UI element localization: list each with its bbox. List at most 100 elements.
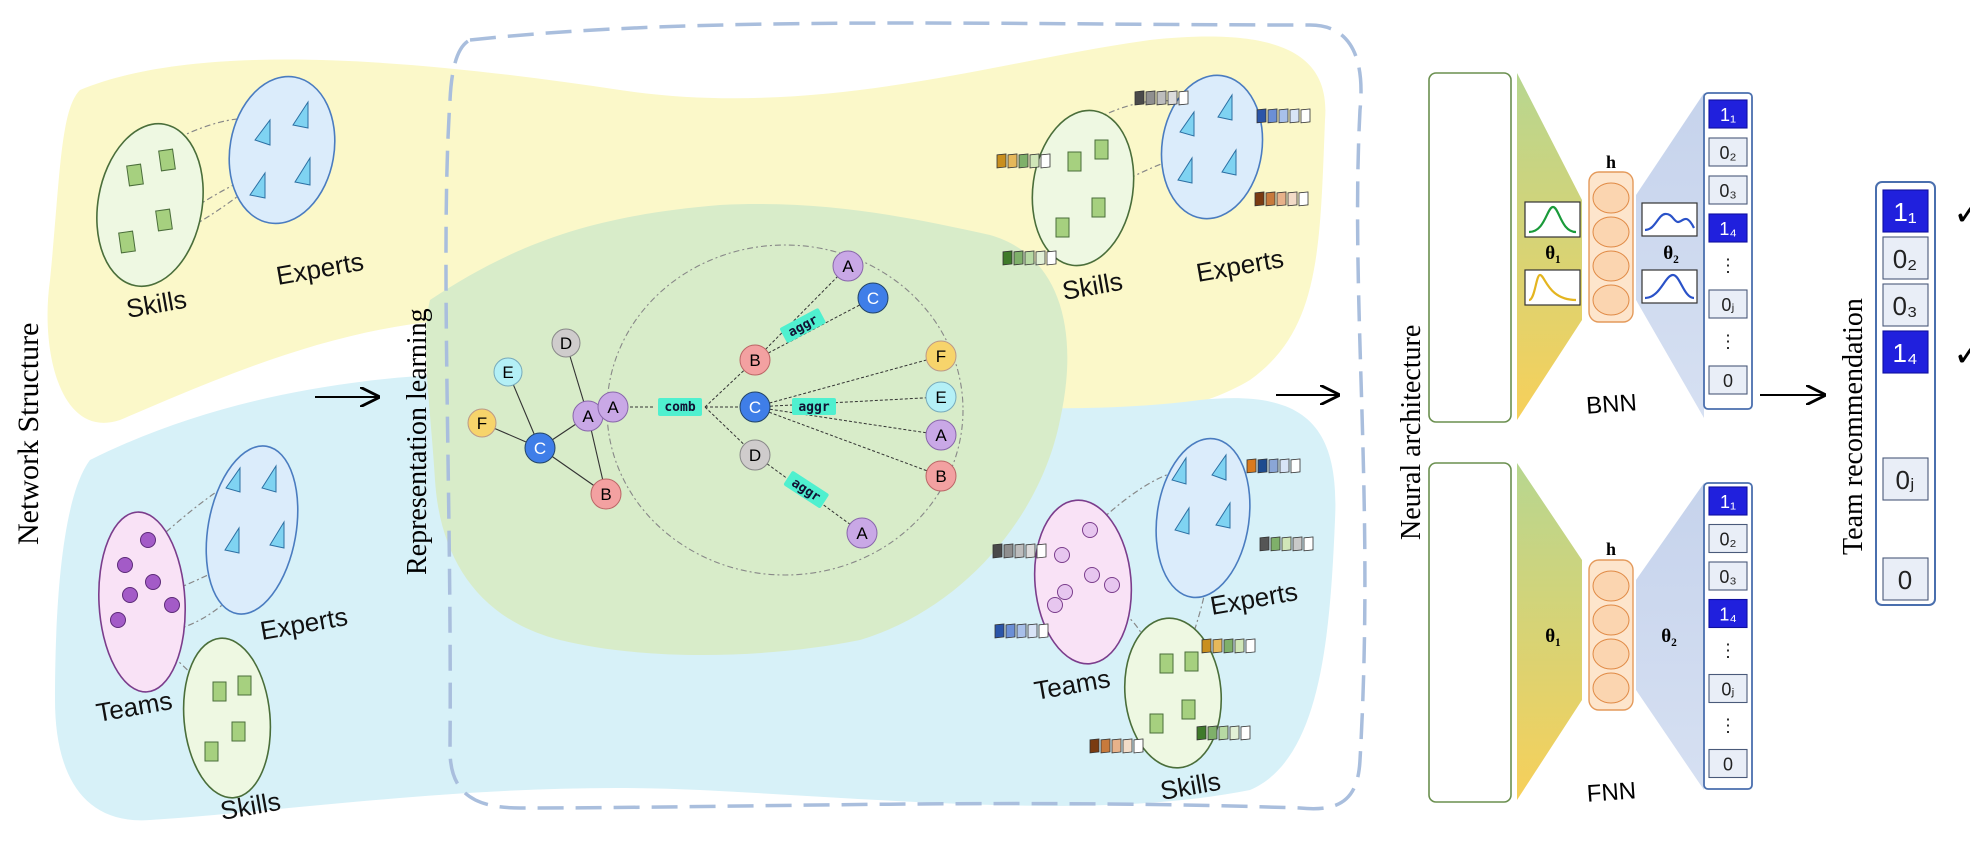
output-cell: 0 <box>1708 365 1748 395</box>
recommendation-cell: 0 <box>1882 557 1929 601</box>
node-a-c-child: A <box>925 419 957 451</box>
svg-text:E: E <box>935 388 946 407</box>
node-c-tree: C <box>739 391 771 423</box>
svg-text:⋮: ⋮ <box>1719 716 1737 736</box>
svg-text:A: A <box>582 407 594 426</box>
fnn-label: FNN <box>1586 777 1637 807</box>
output-cell: 0₃ <box>1708 175 1748 205</box>
check-mark-icon: ✓ <box>1953 333 1970 374</box>
svg-text:F: F <box>477 414 487 433</box>
team-recommendation-title: Team recommendation <box>1838 298 1869 555</box>
svg-text:0₃: 0₃ <box>1719 181 1736 201</box>
svg-text:D: D <box>560 334 572 353</box>
svg-text:⋮: ⋮ <box>1719 332 1737 352</box>
svg-text:0₃: 0₃ <box>1719 567 1736 587</box>
node-c-left: C <box>524 432 556 464</box>
node-a-d-child: A <box>846 517 878 549</box>
output-cell: ⋮ <box>1719 641 1737 661</box>
check-mark-icon: ✓ <box>1953 192 1970 233</box>
bnn-theta1: θ₁ <box>1545 243 1561 264</box>
bnn-network: θ₁ h θ₂ 1₁ 0₂ 0₃ 1₄ ⋮ 0ⱼ ⋮ 0 BNN <box>1428 72 1753 423</box>
svg-text:1₄: 1₄ <box>1719 605 1736 625</box>
embedding-vector <box>994 623 1049 639</box>
recommendation-cell: 0₂ <box>1882 236 1929 280</box>
svg-text:0: 0 <box>1898 565 1912 595</box>
output-cell: 0₃ <box>1708 561 1748 591</box>
p1-bottom-graph <box>98 445 299 799</box>
svg-text:1₄: 1₄ <box>1719 219 1736 239</box>
svg-text:A: A <box>607 398 619 417</box>
fnn-theta1: θ₁ <box>1545 626 1561 647</box>
node-a-left: A <box>572 400 604 432</box>
node-e-c-child: E <box>925 381 957 413</box>
output-cell: ⋮ <box>1719 332 1737 352</box>
svg-text:aggr: aggr <box>798 400 829 415</box>
p1-top-graph <box>96 75 336 288</box>
fnn-theta2: θ₂ <box>1661 626 1677 647</box>
svg-text:0: 0 <box>1723 371 1733 391</box>
svg-text:0₂: 0₂ <box>1720 143 1737 163</box>
output-cell: 1₁ <box>1708 99 1748 129</box>
svg-text:0₂: 0₂ <box>1720 530 1737 550</box>
recommendation-cell: 0₃ <box>1882 283 1929 327</box>
representation-learning-title: Representation learning <box>402 308 433 575</box>
svg-text:1₁: 1₁ <box>1893 197 1916 227</box>
fnn-output-box <box>1703 482 1753 790</box>
output-cell: 1₁ <box>1708 486 1748 516</box>
bnn-label: BNN <box>1585 389 1637 419</box>
embedding-vector <box>1259 536 1314 552</box>
svg-text:0ⱼ: 0ⱼ <box>1721 295 1734 315</box>
svg-text:C: C <box>749 398 761 417</box>
svg-text:0₃: 0₃ <box>1892 291 1917 321</box>
svg-text:A: A <box>856 524 868 543</box>
embedding-vector <box>1134 90 1189 106</box>
bnn-theta2: θ₂ <box>1663 243 1679 264</box>
svg-text:1₁: 1₁ <box>1720 105 1736 125</box>
svg-text:0ⱼ: 0ⱼ <box>1895 465 1914 495</box>
output-cell: 0₂ <box>1708 137 1748 167</box>
embedding-vector <box>1196 725 1251 741</box>
embedding-vector <box>1089 738 1144 754</box>
embedding-vector <box>992 543 1047 559</box>
neural-architecture-title: Neural architecture <box>1396 325 1427 540</box>
output-cell: 0₂ <box>1708 523 1748 554</box>
svg-text:A: A <box>842 257 854 276</box>
svg-text:1₄: 1₄ <box>1892 338 1917 368</box>
bnn-hidden-label: h <box>1606 152 1616 172</box>
svg-text:comb: comb <box>664 400 695 415</box>
svg-text:0: 0 <box>1723 755 1733 775</box>
node-d-tree: D <box>739 439 771 471</box>
p3-top-graph <box>1031 74 1264 267</box>
output-cell: ⋮ <box>1719 716 1737 736</box>
node-a-root: A <box>597 391 629 423</box>
comb-edge-label: comb <box>658 398 702 416</box>
p3-teams-cluster <box>1033 499 1133 665</box>
node-b-tree: B <box>739 344 771 376</box>
svg-text:⋮: ⋮ <box>1719 256 1737 276</box>
node-d-left: D <box>551 328 581 358</box>
svg-text:F: F <box>936 347 946 366</box>
embedding-vector <box>1256 108 1311 124</box>
node-b-left: B <box>590 478 622 510</box>
fnn-hidden-label: h <box>1606 539 1616 559</box>
recommendation-vector: 1₁ ✓ 0₂ 0₃ 1₄ ✓ 0ⱼ 0 <box>1875 181 1970 606</box>
svg-text:1₁: 1₁ <box>1720 492 1736 512</box>
svg-text:C: C <box>867 289 879 308</box>
svg-text:B: B <box>749 351 760 370</box>
representation-frame <box>444 21 1367 811</box>
embedding-vector <box>1246 458 1301 474</box>
svg-text:⋮: ⋮ <box>1719 641 1737 661</box>
embedding-vector <box>1201 638 1256 654</box>
embedding-vector <box>1002 250 1057 266</box>
svg-text:0₂: 0₂ <box>1893 244 1918 274</box>
fnn-input-box <box>1428 462 1512 803</box>
svg-text:B: B <box>935 467 946 486</box>
aggr-edge-label-mid: aggr <box>792 398 836 415</box>
node-f-left: F <box>467 408 497 438</box>
node-c-b-child: C <box>857 282 889 314</box>
output-cell: 1₄ <box>1708 213 1748 243</box>
svg-text:E: E <box>502 363 513 382</box>
svg-text:A: A <box>935 426 947 445</box>
p3-experts-cluster <box>1160 74 1264 220</box>
